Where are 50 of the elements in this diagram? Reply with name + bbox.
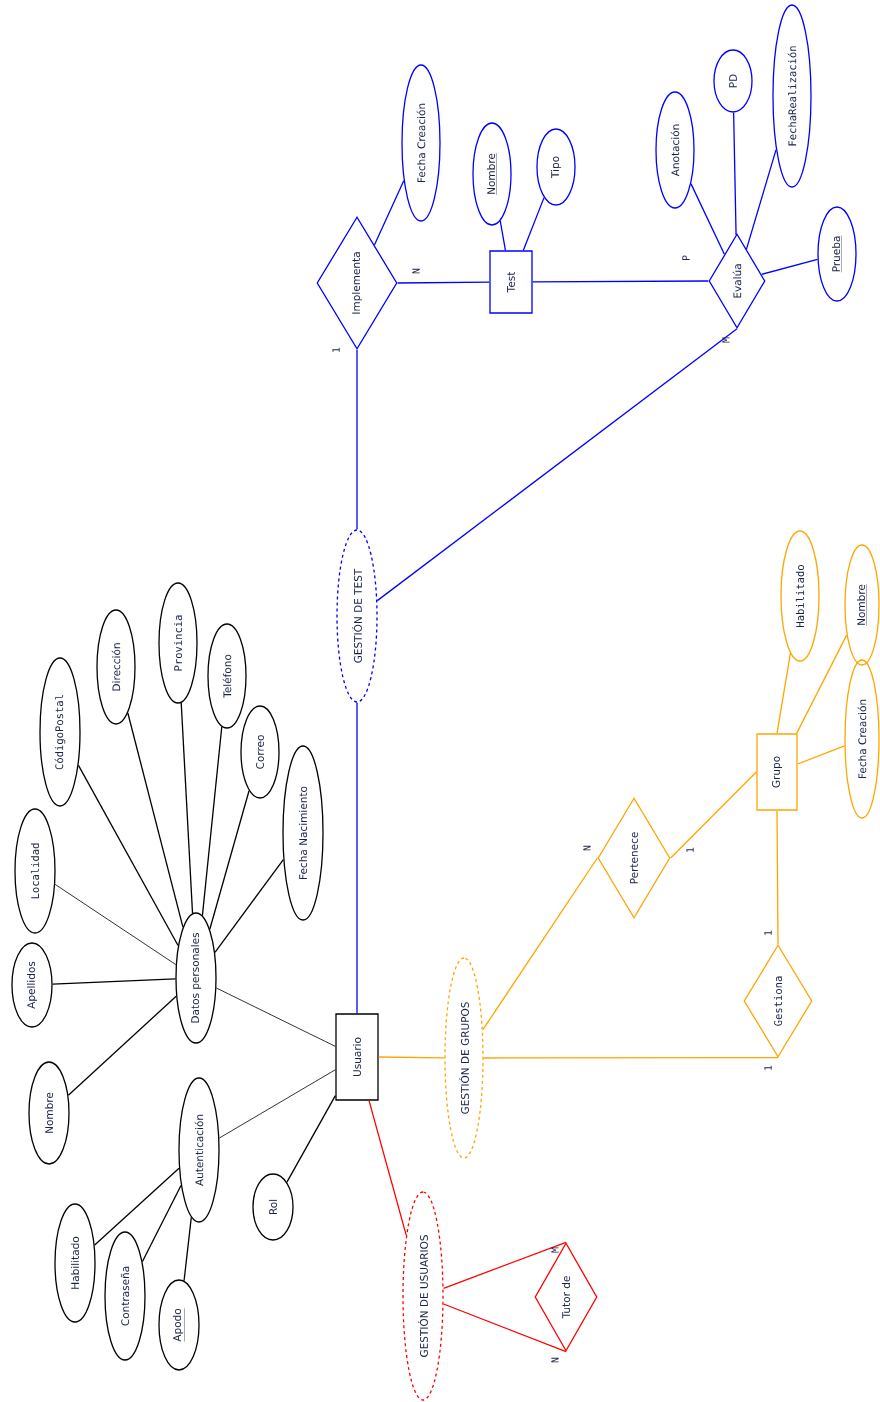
- connector-line: [180, 702, 194, 914]
- connector-line: [141, 1184, 182, 1263]
- connector-line: [218, 1069, 336, 1139]
- connector-line: [776, 810, 779, 945]
- connector-line: [216, 987, 336, 1047]
- cardinality-label: M: [551, 1247, 559, 1253]
- entity-box: Usuario: [335, 1013, 379, 1101]
- connector-line: [522, 197, 545, 251]
- connector-line: [797, 745, 846, 765]
- connector-line: [761, 258, 819, 275]
- connector-line: [201, 726, 223, 917]
- connector-line: [796, 634, 848, 734]
- connector-line: [442, 1303, 567, 1353]
- connector-line: [483, 1057, 779, 1059]
- connector-line: [127, 712, 184, 928]
- connector-line: [214, 859, 284, 953]
- cardinality-label: M: [722, 337, 730, 343]
- cardinality-label: N: [551, 1357, 559, 1363]
- cardinality-label: 1: [764, 1065, 772, 1070]
- connector-line: [52, 978, 176, 985]
- connector-line: [183, 1216, 192, 1282]
- connector-line: [532, 280, 709, 283]
- connector-line: [482, 857, 598, 1031]
- connector-line: [670, 771, 757, 859]
- cardinality-label: P: [682, 255, 690, 261]
- connector-line: [67, 995, 177, 1096]
- connector-line: [442, 1241, 567, 1289]
- entity-box: Test: [489, 250, 533, 314]
- cardinality-label: 1: [332, 347, 340, 352]
- entity-box: Grupo: [756, 733, 798, 811]
- connector-line: [368, 1100, 407, 1236]
- connector-line: [209, 790, 250, 930]
- cardinality-label: 1: [764, 930, 772, 935]
- connector-line: [373, 180, 405, 246]
- cardinality-label: 1: [686, 847, 694, 852]
- connector-line: [356, 349, 358, 530]
- connector-line: [499, 220, 507, 251]
- connector-line: [690, 183, 726, 255]
- connector-line: [733, 112, 737, 236]
- connector-line: [286, 1095, 336, 1183]
- connector-line: [745, 148, 777, 250]
- cardinality-label: N: [412, 268, 420, 274]
- connector-line: [54, 884, 177, 965]
- connector-line: [378, 1056, 445, 1059]
- connector-line: [356, 702, 358, 1014]
- connector-line: [77, 764, 179, 947]
- connector-line: [776, 652, 792, 734]
- connector-line: [397, 281, 490, 284]
- cardinality-label: N: [583, 845, 591, 851]
- connector-line: [376, 328, 738, 602]
